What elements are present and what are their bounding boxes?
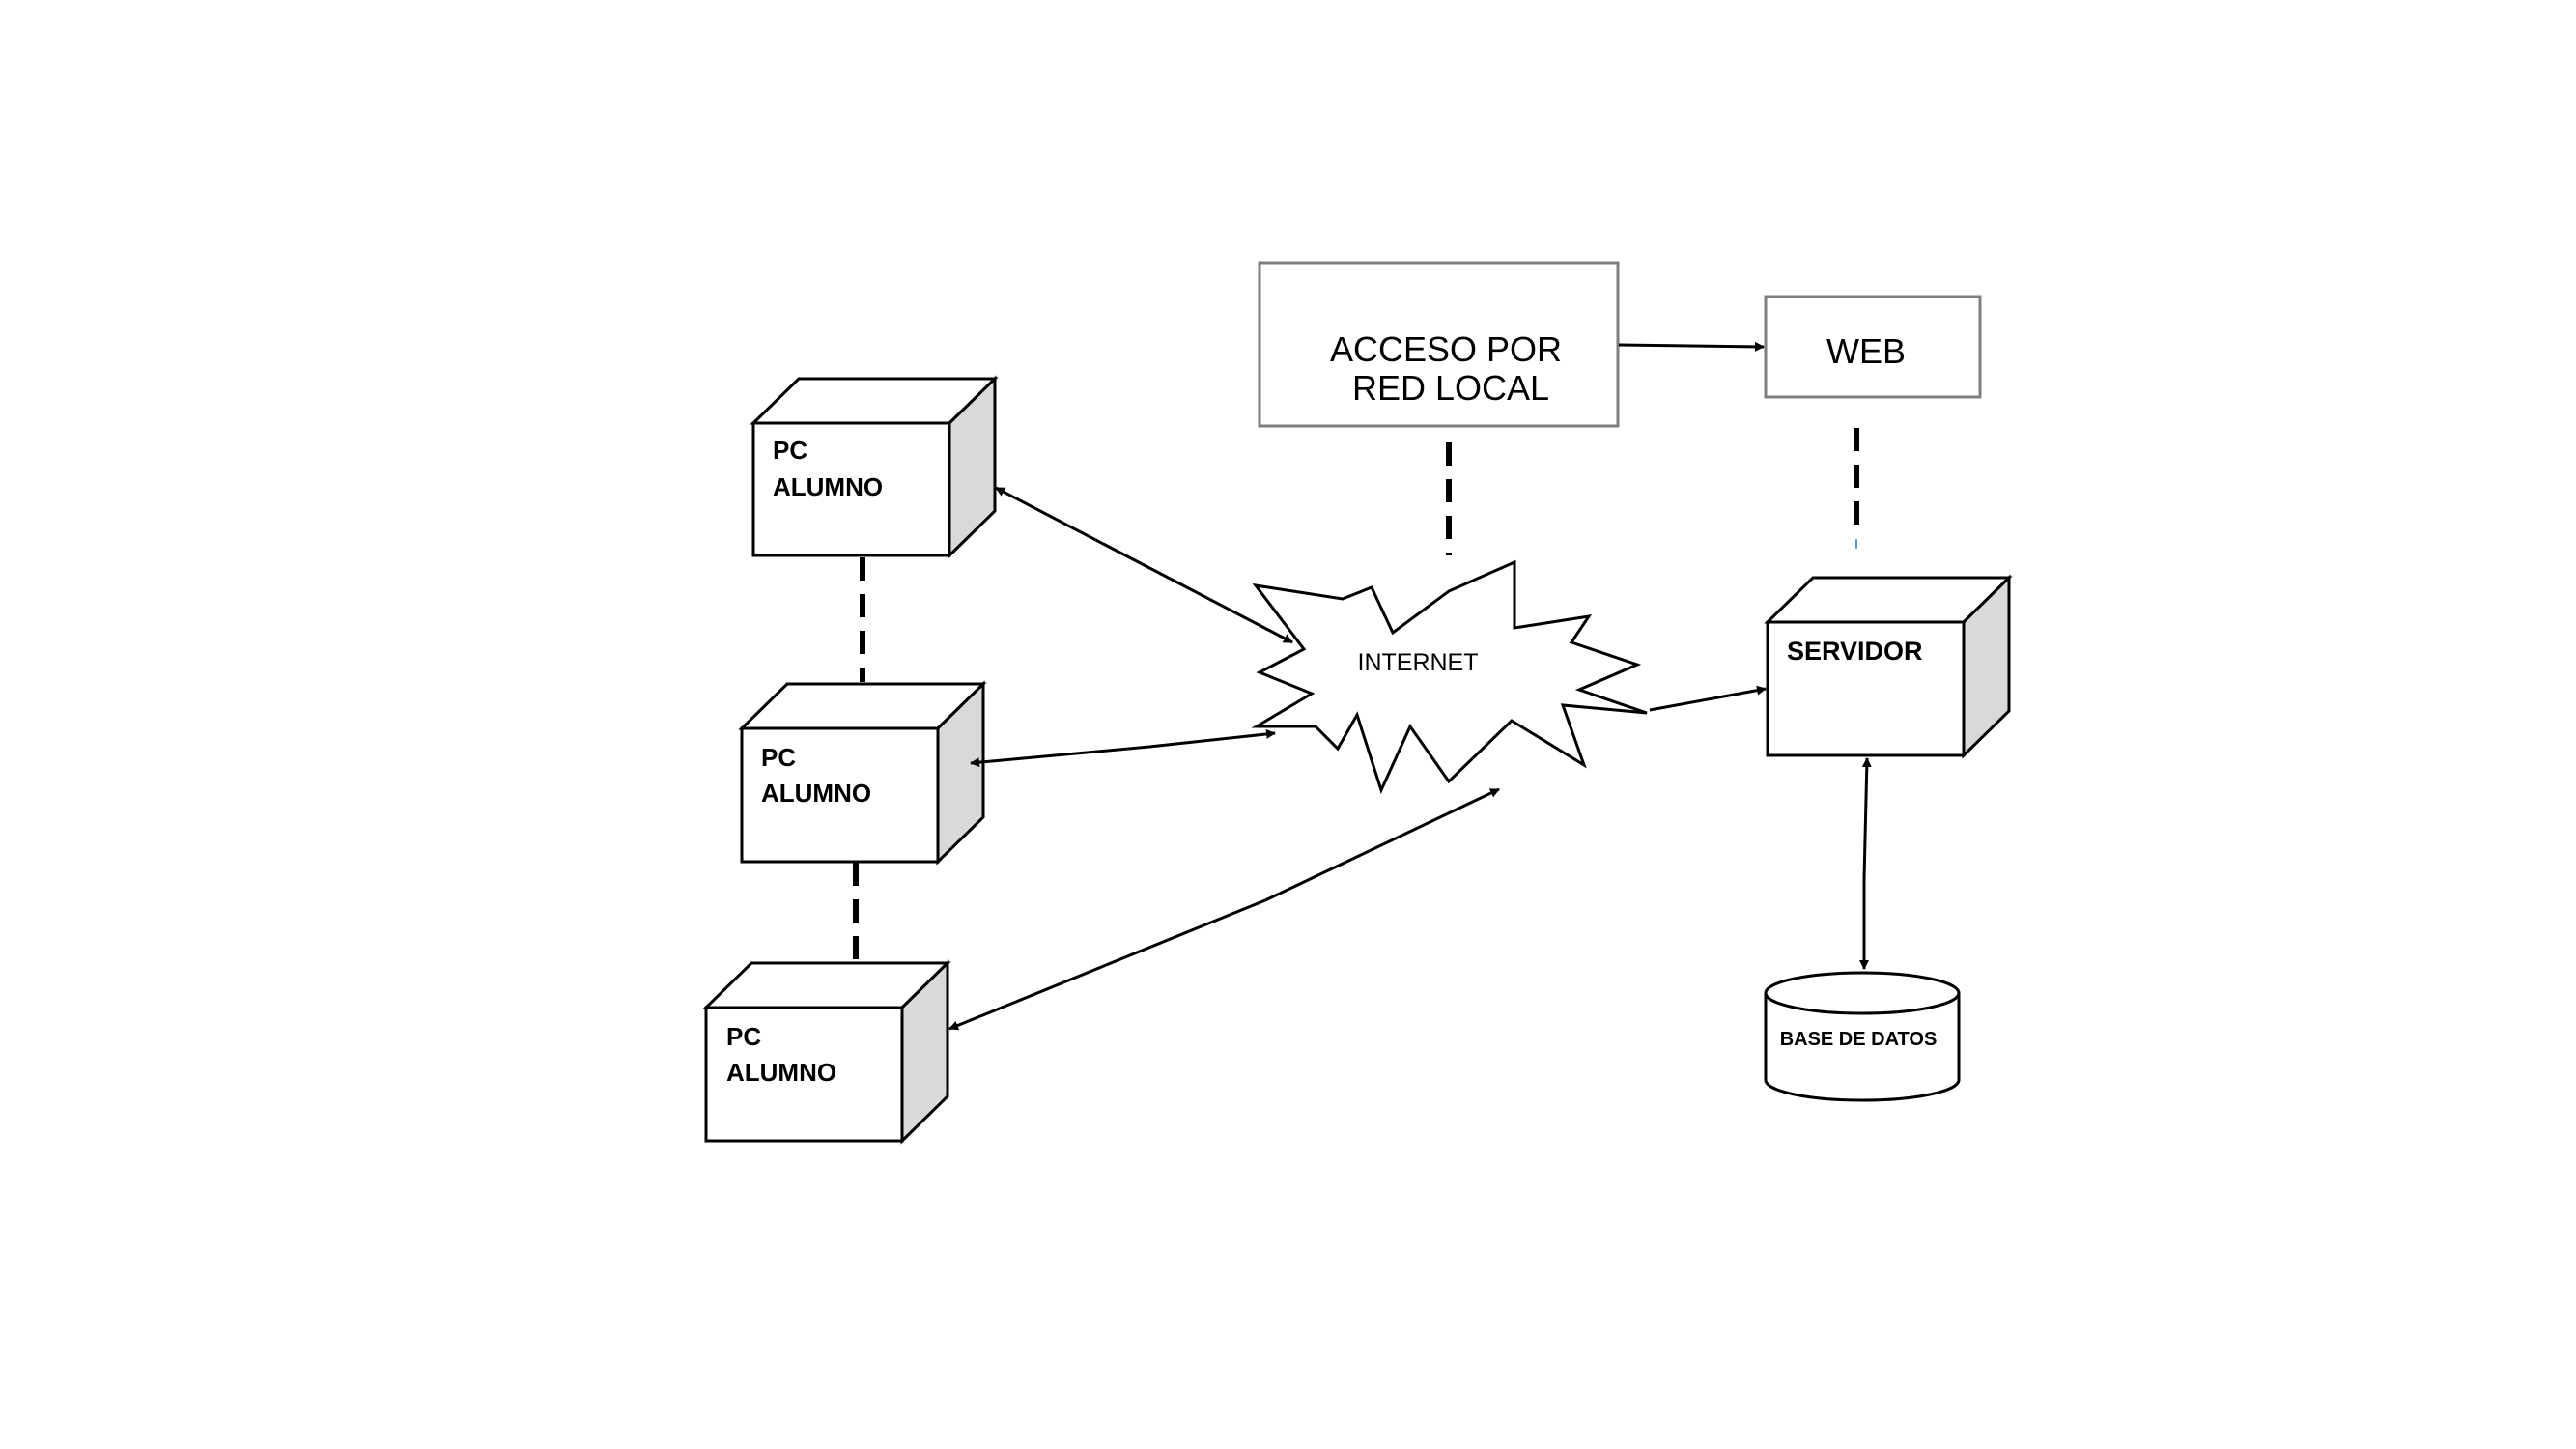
pc-alumno-1-label-line1: PC [773,436,807,465]
internet-node: INTERNET [1251,559,1648,795]
arrow-acceso-web [1618,341,1765,352]
pc-alumno-3-label-line2: ALUMNO [726,1058,836,1087]
servidor-node: SERVIDOR [1764,574,2013,759]
web-node: WEB [1764,295,1982,399]
web-label: WEB [1826,331,1906,371]
pc-alumno-2-label-line2: ALUMNO [761,779,871,808]
internet-label: INTERNET [1358,649,1479,676]
arrow-servidor-base-de-datos [1859,757,1872,970]
acceso-label-line1: ACCESO POR [1330,329,1562,369]
pc-alumno-node-3: PC ALUMNO [702,959,951,1145]
base-de-datos-label: BASE DE DATOS [1780,1029,1938,1050]
arrow-internet-servidor [1649,685,1767,712]
arrow-pc1-internet [995,486,1293,644]
arrow-pc2-internet [970,728,1276,768]
base-de-datos-node: BASE DE DATOS [1764,971,1961,1102]
acceso-red-local-node: ACCESO POR RED LOCAL [1258,261,1620,428]
pc-alumno-node-2: PC ALUMNO [738,680,987,866]
pc-alumno-2-label-line1: PC [761,743,796,772]
arrow-pc3-internet [948,787,1500,1031]
acceso-label-line2: RED LOCAL [1352,368,1549,408]
pc-alumno-1-label-line2: ALUMNO [773,472,883,501]
internet-starburst-shape [1251,559,1648,795]
pc-alumno-3-label-line1: PC [726,1022,761,1051]
servidor-label: SERVIDOR [1787,637,1923,666]
pc-alumno-node-1: PC ALUMNO [750,375,999,559]
